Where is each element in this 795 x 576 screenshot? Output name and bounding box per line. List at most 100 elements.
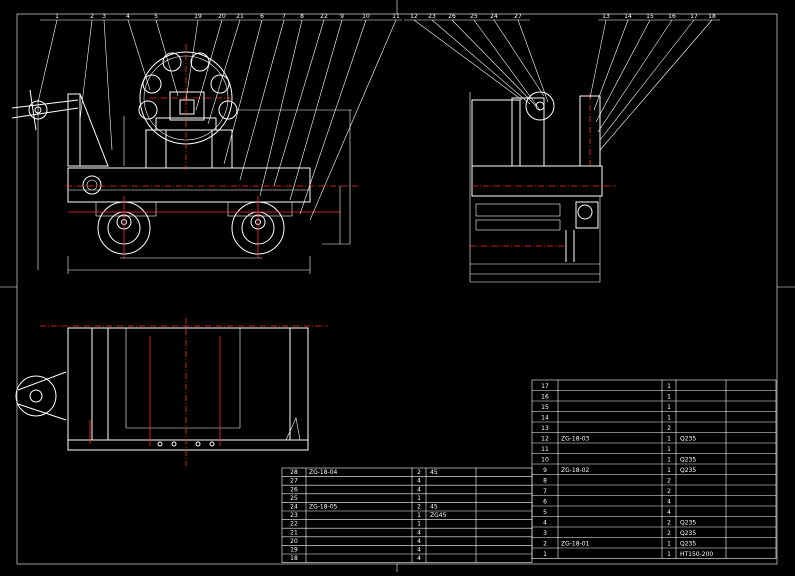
part-material: ZG45 xyxy=(430,512,447,519)
part-material: HT150-200 xyxy=(680,551,713,558)
part-quantity: 1 xyxy=(667,415,671,422)
part-number: 20 xyxy=(290,538,298,545)
part-quantity: 1 xyxy=(667,446,671,453)
leader-lines-left xyxy=(37,19,402,221)
part-number: 27 xyxy=(290,478,298,485)
front-view xyxy=(11,44,360,274)
balloon-number: 10 xyxy=(362,13,370,20)
leader-line xyxy=(259,19,303,197)
part-quantity: 1 xyxy=(417,512,421,519)
part-quantity: 1 xyxy=(667,436,671,443)
balloon-number: 4 xyxy=(126,13,130,20)
part-quantity: 1 xyxy=(667,551,671,558)
balloon-number: 22 xyxy=(320,13,328,20)
balloon-number: 20 xyxy=(218,13,226,20)
part-number: 5 xyxy=(543,509,547,516)
leader-line xyxy=(431,19,531,105)
part-number: 17 xyxy=(541,383,549,390)
part-number: 7 xyxy=(543,488,547,495)
part-number: 16 xyxy=(541,394,549,401)
balloon-number: 16 xyxy=(668,13,676,20)
leader-line xyxy=(413,19,523,101)
balloon-number: 18 xyxy=(708,13,716,20)
balloon-number: 17 xyxy=(690,13,698,20)
part-number: 24 xyxy=(290,504,298,511)
part-number: 9 xyxy=(543,467,547,474)
part-material: Q235 xyxy=(680,520,696,527)
leader-line xyxy=(195,19,223,111)
part-material: 45 xyxy=(430,504,438,511)
part-material: Q235 xyxy=(680,530,696,537)
balloon-number: 2 xyxy=(90,13,94,20)
drawing-frame xyxy=(16,13,778,565)
balloon-number: 24 xyxy=(490,13,498,20)
leader-line xyxy=(451,19,537,107)
balloon-number: 6 xyxy=(260,13,264,20)
part-quantity: 4 xyxy=(417,478,421,485)
part-quantity: 2 xyxy=(667,478,671,485)
leader-line xyxy=(223,19,263,165)
part-number: 14 xyxy=(541,415,549,422)
part-quantity: 4 xyxy=(667,499,671,506)
part-number: 6 xyxy=(543,499,547,506)
part-number: 25 xyxy=(290,495,298,502)
balloon-number: 1 xyxy=(55,13,59,20)
leader-line xyxy=(79,19,93,121)
part-quantity: 4 xyxy=(417,486,421,493)
part-quantity: 4 xyxy=(417,538,421,545)
part-number: 15 xyxy=(541,404,549,411)
part-quantity: 1 xyxy=(417,521,421,528)
leader-line xyxy=(493,19,545,97)
leader-lines-right xyxy=(404,19,720,151)
leader-line xyxy=(103,19,113,151)
part-quantity: 2 xyxy=(667,488,671,495)
part-number: 3 xyxy=(543,530,547,537)
part-number: 23 xyxy=(290,512,298,519)
part-material: Q235 xyxy=(680,467,696,474)
side-view xyxy=(469,91,616,283)
part-number: 26 xyxy=(290,486,298,493)
leader-line xyxy=(473,19,541,111)
leader-line xyxy=(599,19,695,141)
leader-line xyxy=(517,19,549,103)
table-border xyxy=(531,379,777,559)
leader-line xyxy=(37,19,58,103)
balloon-number: 23 xyxy=(428,13,436,20)
balloon-number: 9 xyxy=(340,13,344,20)
leader-line xyxy=(597,19,673,133)
leader-line xyxy=(289,19,343,201)
leader-line xyxy=(155,19,179,97)
leader-line xyxy=(127,19,151,91)
part-quantity: 2 xyxy=(417,469,421,476)
part-quantity: 4 xyxy=(667,509,671,516)
part-quantity: 2 xyxy=(667,425,671,432)
part-quantity: 2 xyxy=(667,530,671,537)
part-number: 1 xyxy=(543,551,547,558)
part-number: 21 xyxy=(290,529,298,536)
balloon-number: 5 xyxy=(154,13,158,20)
part-quantity: 4 xyxy=(417,555,421,562)
part-quantity: 2 xyxy=(417,504,421,511)
part-number: 11 xyxy=(541,446,549,453)
leader-line xyxy=(207,19,241,125)
part-number: 8 xyxy=(543,478,547,485)
balloon-number: 8 xyxy=(300,13,304,20)
part-code: ZG-18-03 xyxy=(561,436,590,443)
balloon-number: 14 xyxy=(624,13,632,20)
part-quantity: 1 xyxy=(667,383,671,390)
plan-view xyxy=(15,318,328,466)
leader-line xyxy=(599,19,713,151)
part-quantity: 1 xyxy=(667,394,671,401)
part-quantity: 1 xyxy=(417,495,421,502)
part-number: 2 xyxy=(543,541,547,548)
balloon-number: 11 xyxy=(392,13,400,20)
balloon-number: 15 xyxy=(646,13,654,20)
leader-line xyxy=(299,19,367,215)
balloon-number: 25 xyxy=(470,13,478,20)
part-number: 13 xyxy=(541,425,549,432)
